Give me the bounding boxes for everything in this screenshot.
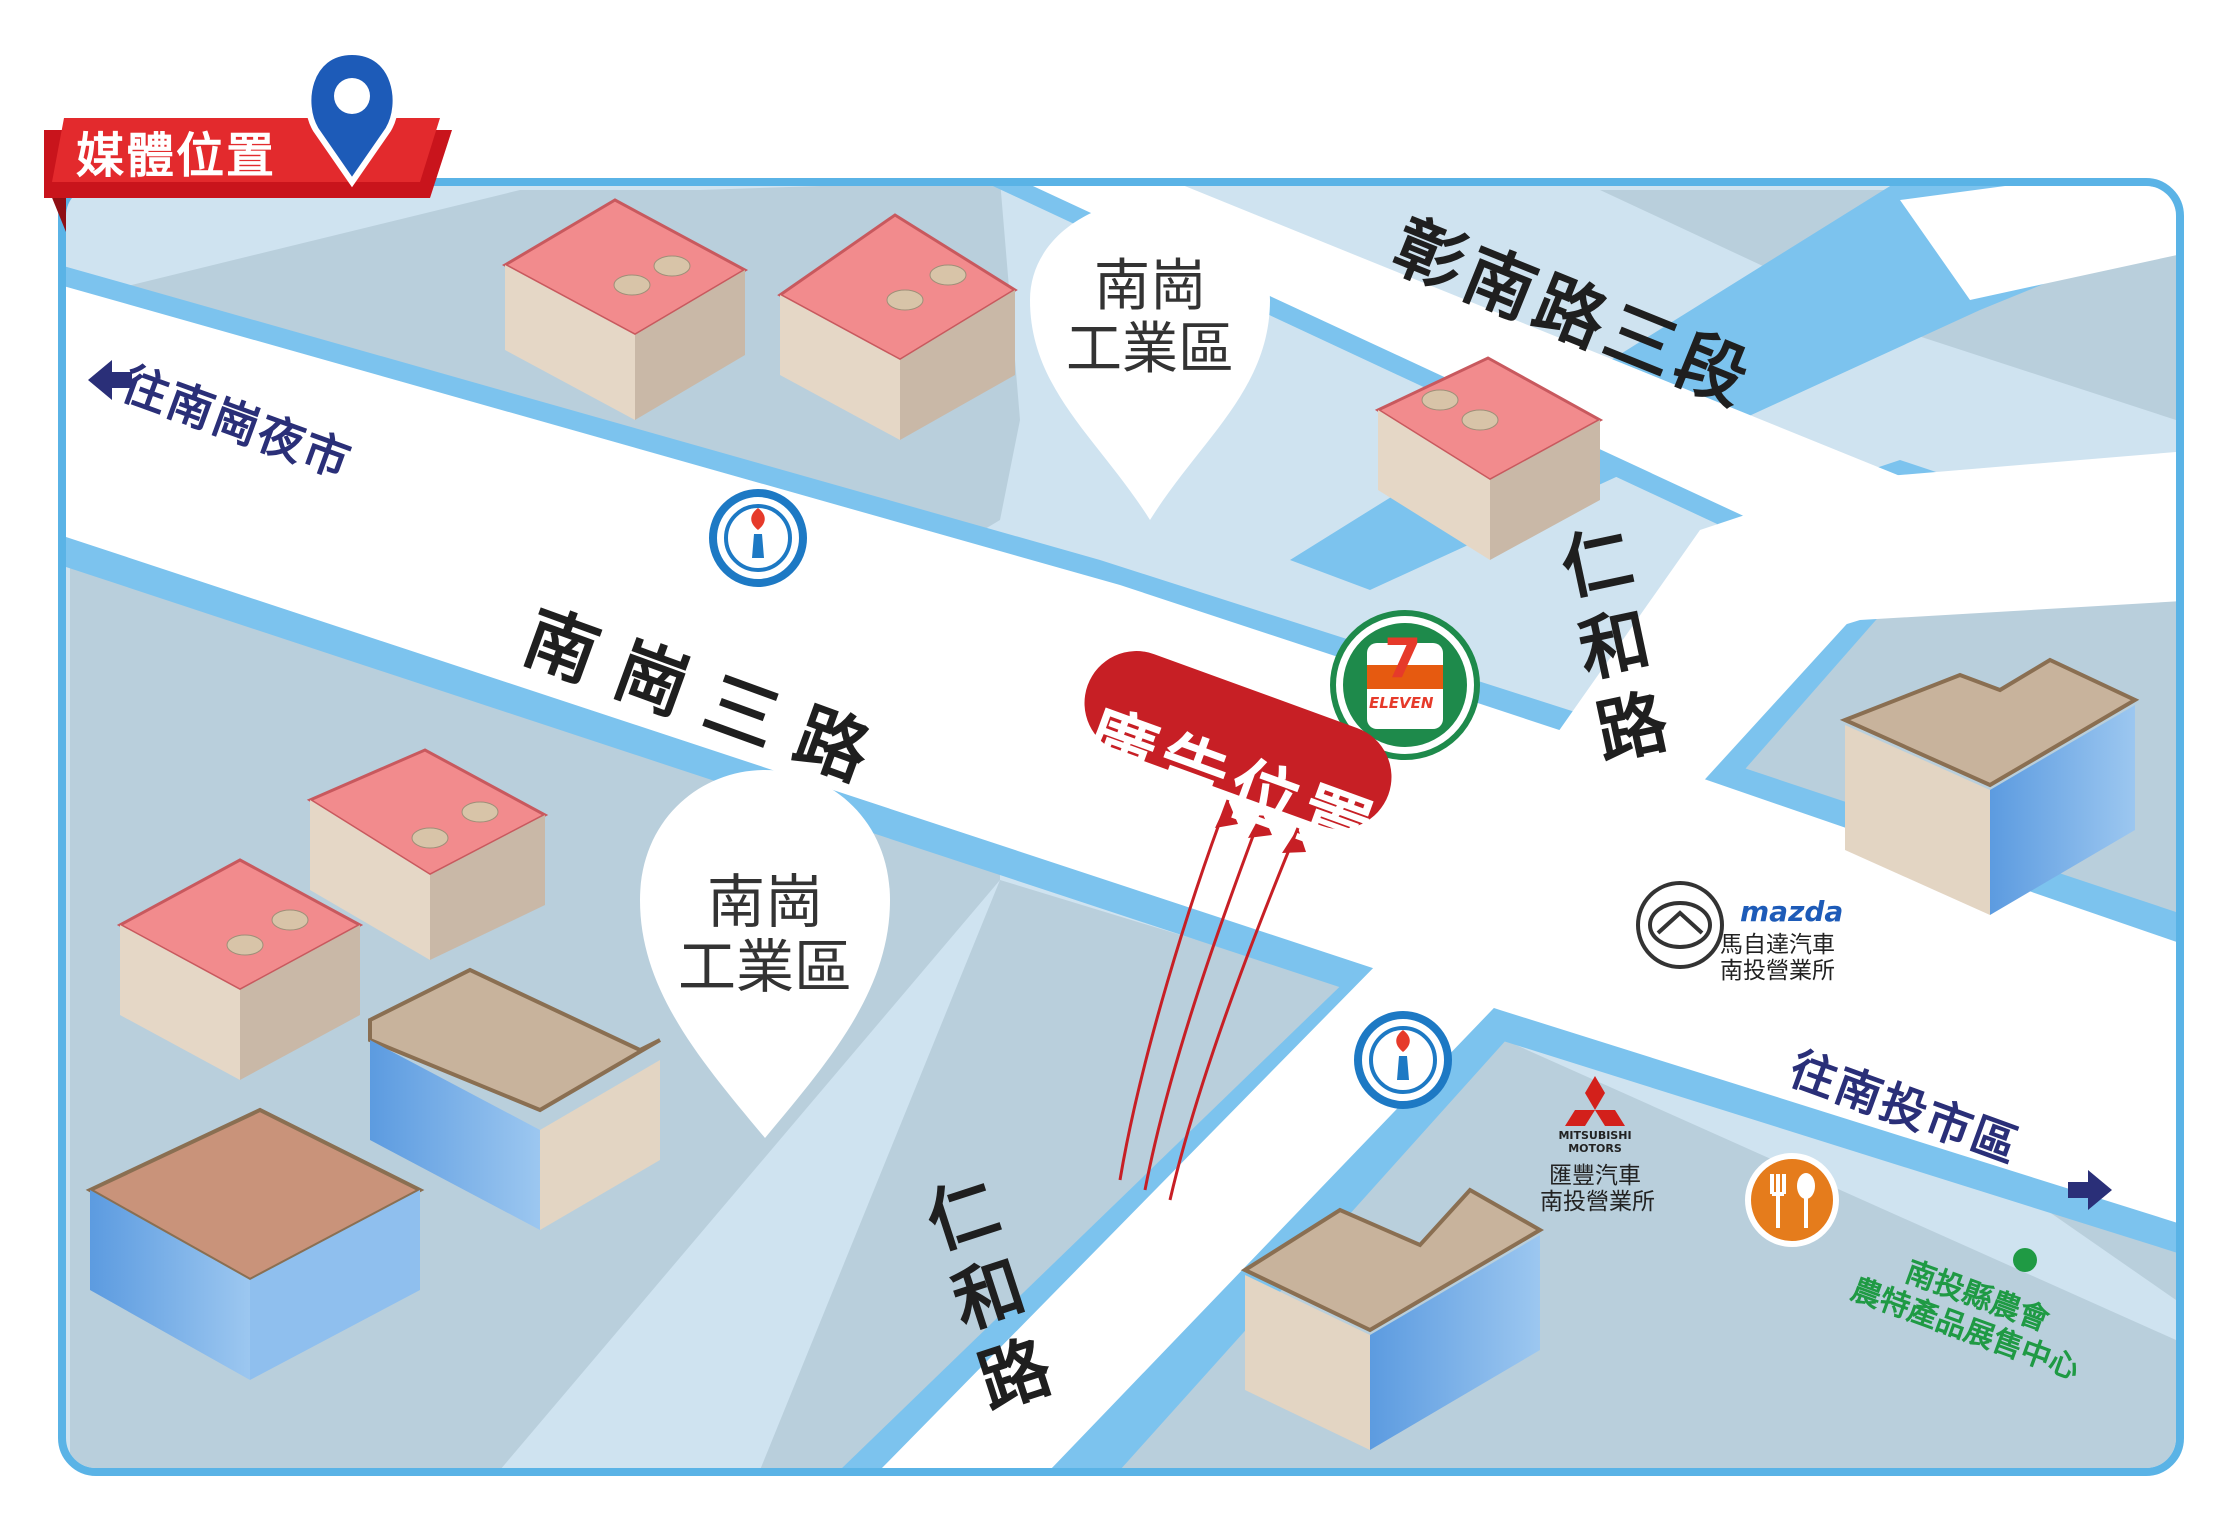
mazda-line1: 馬自達汽車 bbox=[1720, 932, 1835, 958]
mitsubishi-brand-line2: MOTORS bbox=[1568, 1141, 1622, 1155]
district-label-lower: 南崗 工業區 bbox=[655, 870, 875, 1000]
district-marker-upper bbox=[1030, 200, 1270, 520]
building-pink-4 bbox=[306, 748, 549, 960]
mazda-line2: 南投營業所 bbox=[1720, 958, 1835, 985]
arrow-left-icon bbox=[88, 360, 132, 400]
seven-eleven-brand: ELEVEN bbox=[1369, 694, 1434, 712]
mitsubishi-line1: 匯豐汽車 bbox=[1549, 1163, 1641, 1189]
building-pink-3 bbox=[1374, 356, 1604, 560]
mitsubishi-line2: 南投營業所 bbox=[1540, 1189, 1655, 1216]
road-nangang-3rd bbox=[66, 285, 2176, 1230]
district-upper-line1: 南崗 bbox=[1094, 254, 1206, 319]
location-pin-icon bbox=[305, 48, 399, 188]
district-lower-line1: 南崗 bbox=[706, 868, 823, 936]
building-office-1 bbox=[368, 967, 662, 1230]
mazda-brand: mazda bbox=[1740, 895, 1844, 928]
ad-location-pill bbox=[1084, 651, 1392, 829]
building-office-3 bbox=[1240, 1187, 1544, 1450]
mitsubishi-dealer-label: 匯豐汽車 南投營業所 bbox=[1540, 1163, 1655, 1216]
building-pink-5 bbox=[116, 858, 364, 1080]
seven-eleven-icon bbox=[1330, 610, 1480, 760]
building-pink-2 bbox=[777, 213, 1018, 440]
district-upper-line2: 工業區 bbox=[1066, 316, 1234, 382]
building-pink-1 bbox=[501, 198, 749, 420]
ad-arrow-heads bbox=[1215, 800, 1306, 853]
ad-arrows bbox=[1118, 799, 1300, 1201]
fork-spoon-icon bbox=[1745, 1153, 1839, 1247]
mitsubishi-brand: MITSUBISHI MOTORS bbox=[1550, 1129, 1640, 1155]
arrow-right-icon bbox=[2068, 1170, 2112, 1210]
road-renhe bbox=[880, 470, 1960, 1468]
torch-gas-station-icon-1 bbox=[709, 489, 807, 587]
district-lower-line2: 工業區 bbox=[677, 932, 852, 1001]
farm-center-dot bbox=[2013, 1248, 2037, 1272]
torch-gas-station-icon-2 bbox=[1354, 1011, 1452, 1109]
seven-eleven-numeral: 7 bbox=[1384, 627, 1422, 690]
building-office-2 bbox=[1839, 657, 2140, 915]
building-glass-1 bbox=[85, 1107, 425, 1380]
mazda-logo-icon bbox=[1636, 881, 1724, 969]
page-title: 媒體位置 bbox=[76, 128, 277, 184]
mitsubishi-brand-line1: MITSUBISHI bbox=[1558, 1129, 1632, 1142]
district-marker-lower bbox=[640, 770, 890, 1138]
district-label-upper: 南崗 工業區 bbox=[1050, 254, 1250, 382]
mitsubishi-logo-icon bbox=[1565, 1076, 1625, 1126]
mazda-dealer-label: 馬自達汽車 南投營業所 bbox=[1720, 932, 1835, 985]
